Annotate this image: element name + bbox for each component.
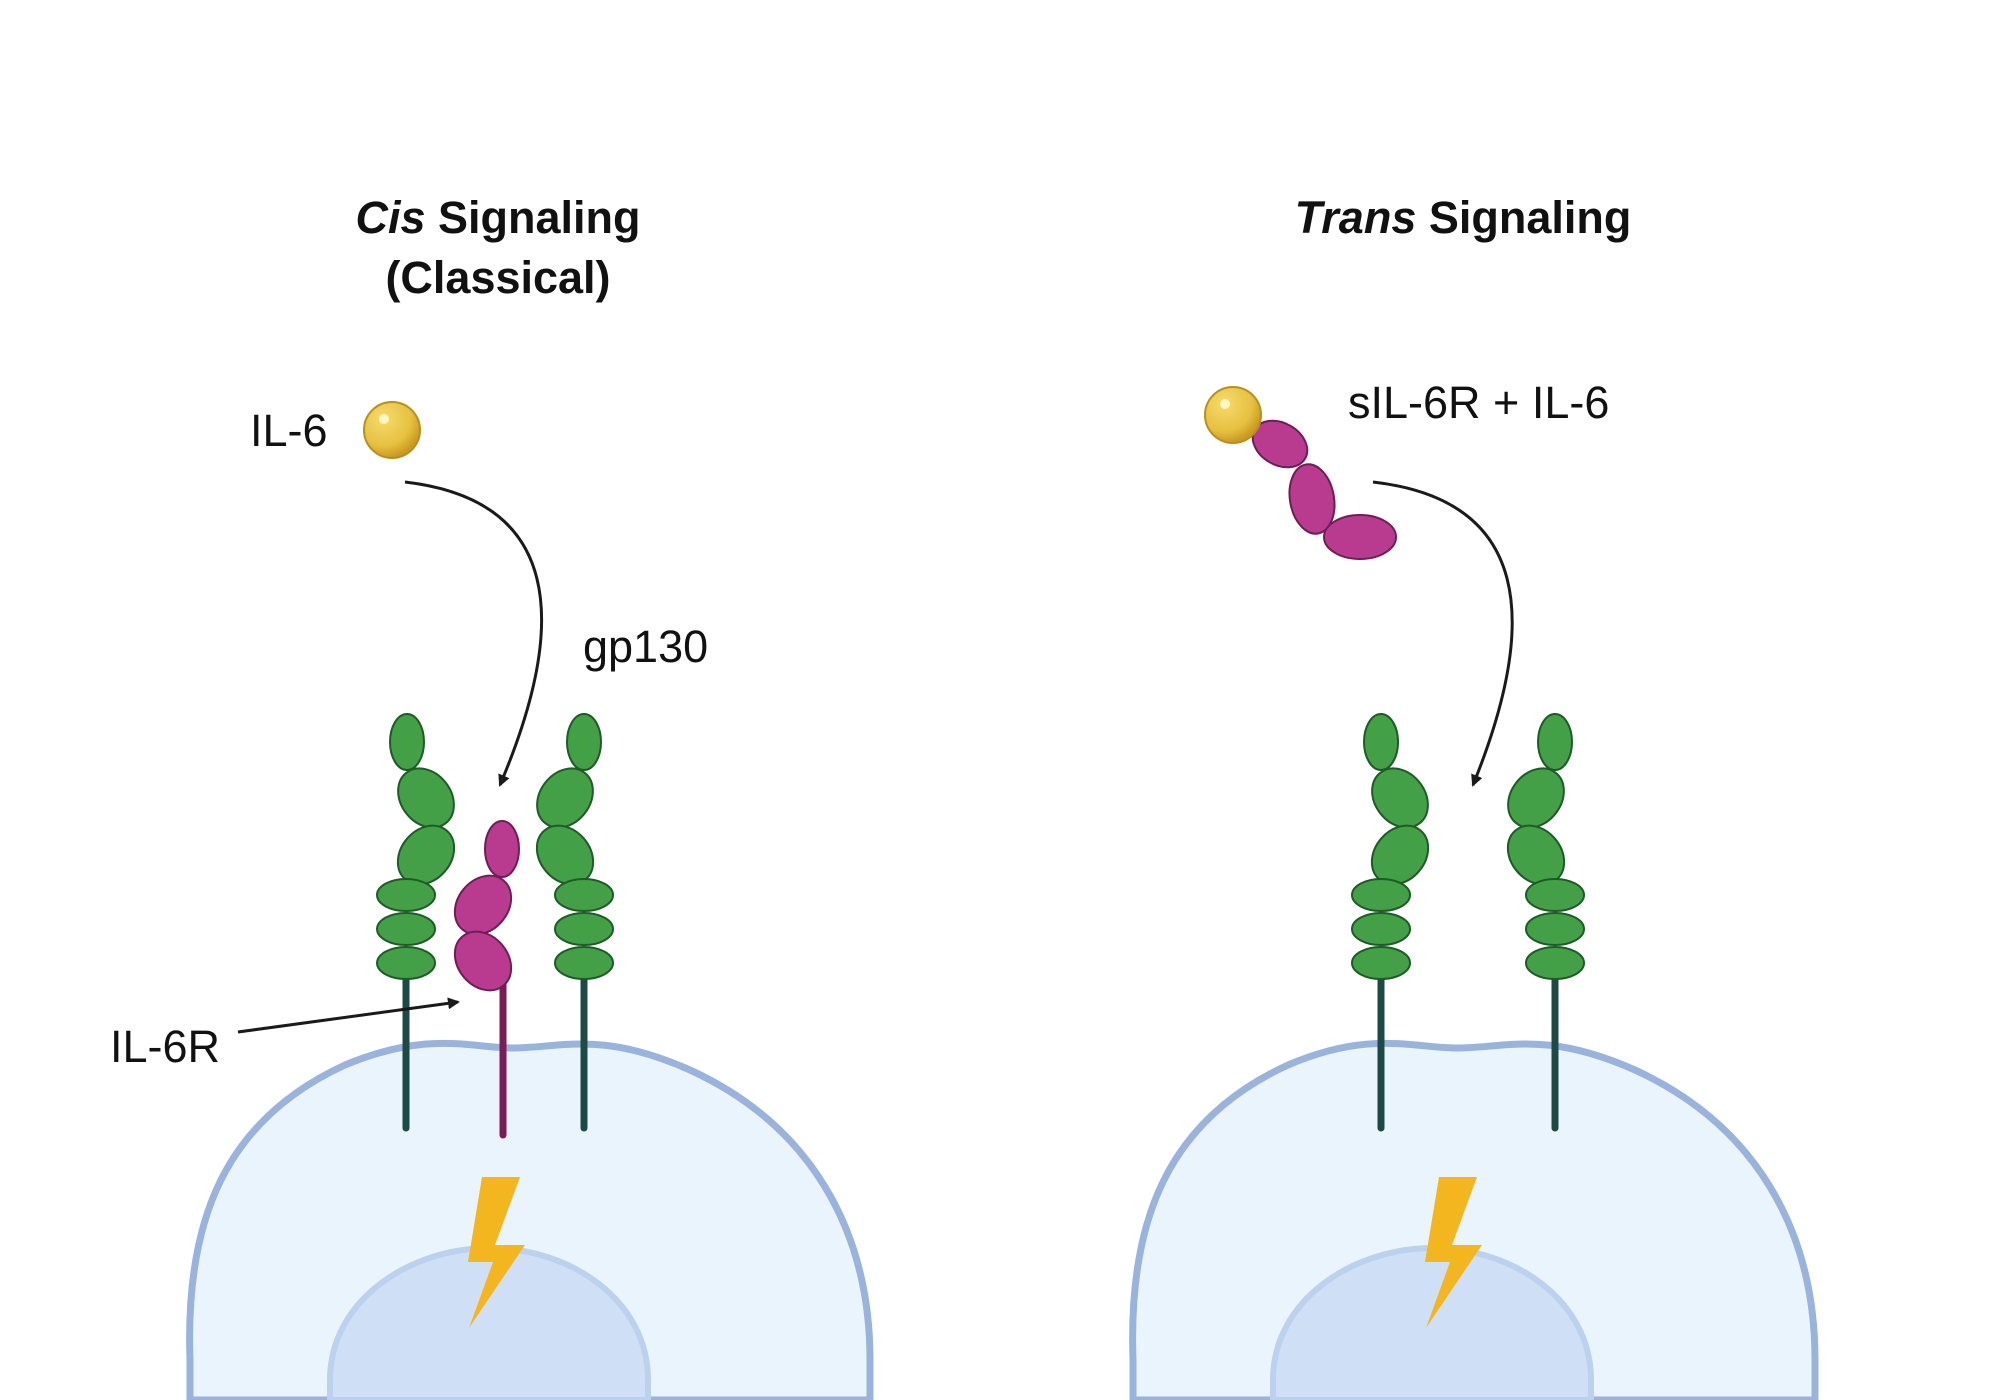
lightning-bolt-icon <box>468 1177 525 1328</box>
binding-arrow-trans <box>1372 480 1514 787</box>
cis-cell <box>186 1039 874 1400</box>
il6-label: IL-6 <box>250 405 328 456</box>
il6r-pointer-arrow <box>237 997 460 1034</box>
gp130-receptor-right <box>1506 713 1585 980</box>
cis-title-subtitle: (Classical) <box>385 252 610 303</box>
complex-label: sIL-6R + IL-6 <box>1348 377 1609 428</box>
cis-title: Cis Signaling <box>355 192 640 243</box>
il6r-label: IL-6R <box>110 1021 220 1072</box>
cis-signaling-panel: Cis Signaling (Classical) <box>110 192 874 1400</box>
trans-title: Trans Signaling <box>1295 192 1632 243</box>
trans-signaling-panel: Trans Signaling <box>1129 192 1819 1400</box>
trans-cell <box>1129 1039 1819 1400</box>
il6-ligand <box>1204 386 1262 444</box>
lightning-bolt-icon <box>1425 1177 1482 1328</box>
gp130-receptor-left <box>1351 713 1430 980</box>
sil6r-il6-complex <box>1204 386 1397 560</box>
gp130-receptor-left <box>376 713 456 980</box>
gp130-label: gp130 <box>583 621 708 672</box>
il6-ligand <box>363 401 421 459</box>
gp130-receptor-right <box>535 713 614 980</box>
binding-arrow-cis <box>404 480 544 787</box>
il6r-receptor <box>453 820 520 992</box>
